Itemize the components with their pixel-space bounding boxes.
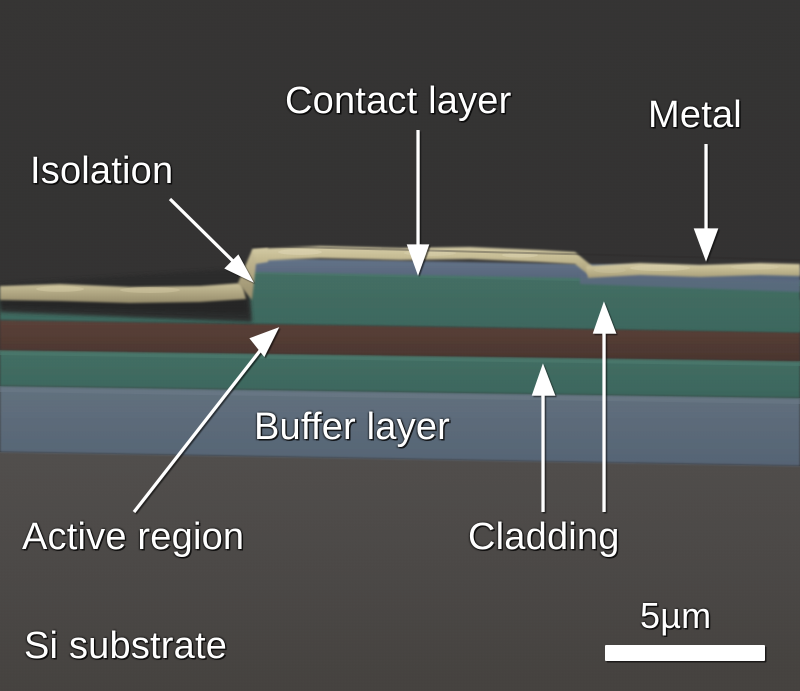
layer-contact-right-of-step bbox=[580, 272, 800, 292]
label-active-region: Active region bbox=[22, 516, 245, 558]
scale-bar-label: 5µm bbox=[640, 595, 712, 636]
arrow-cladding-upper bbox=[592, 301, 617, 512]
label-metal: Metal bbox=[648, 94, 742, 136]
layer-metal-right-field bbox=[586, 263, 800, 278]
scale-bar bbox=[605, 645, 765, 661]
layer-si-substrate bbox=[0, 452, 800, 691]
label-isolation: Isolation bbox=[30, 150, 174, 192]
arrow-contact-layer bbox=[406, 130, 430, 276]
layer-buffer-top-highlight bbox=[0, 386, 800, 404]
layer-buffer bbox=[0, 386, 800, 466]
layer-metal-left-field bbox=[0, 283, 246, 303]
label-si-substrate: Si substrate bbox=[24, 625, 228, 667]
label-cladding: Cladding bbox=[468, 516, 620, 558]
arrow-isolation bbox=[168, 197, 254, 283]
layer-metal-mesa-top bbox=[252, 246, 592, 276]
label-buffer-layer: Buffer layer bbox=[254, 406, 451, 448]
arrow-cladding-lower bbox=[531, 363, 556, 512]
arrow-active-region bbox=[132, 327, 280, 513]
metal-top-seam bbox=[251, 245, 800, 261]
label-contact-layer: Contact layer bbox=[285, 80, 512, 122]
layer-metal-sidewall bbox=[238, 248, 268, 300]
arrow-metal bbox=[693, 144, 719, 262]
layer-cladding-lower-highlight bbox=[0, 350, 800, 366]
